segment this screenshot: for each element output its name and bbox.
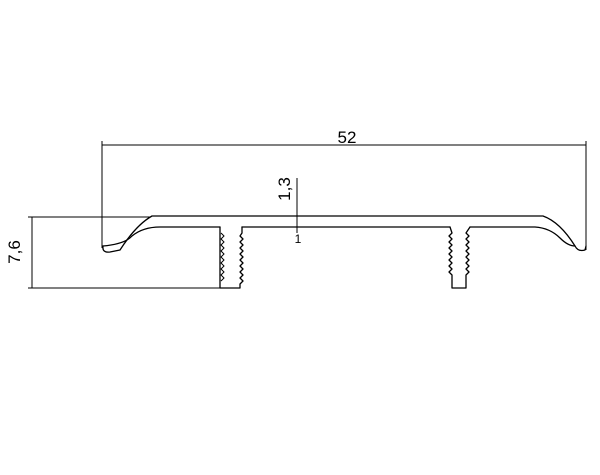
height-label: 7,6 bbox=[5, 240, 24, 264]
height-dimension: 7,6 bbox=[5, 216, 240, 289]
profile-top-edge bbox=[102, 215, 587, 253]
thickness-dimension: 1,3 1 bbox=[275, 177, 302, 246]
thickness-label: 1,3 bbox=[275, 177, 294, 201]
profile-underside-left bbox=[102, 226, 221, 247]
left-leg-serration-inner bbox=[220, 232, 225, 282]
right-leg bbox=[448, 226, 471, 289]
left-leg bbox=[219, 226, 244, 289]
profile-underside-right bbox=[469, 226, 576, 247]
width-label: 52 bbox=[338, 128, 357, 147]
section-mark: 1 bbox=[295, 232, 302, 246]
width-dimension: 52 bbox=[101, 128, 587, 250]
profile-outline bbox=[102, 215, 587, 289]
